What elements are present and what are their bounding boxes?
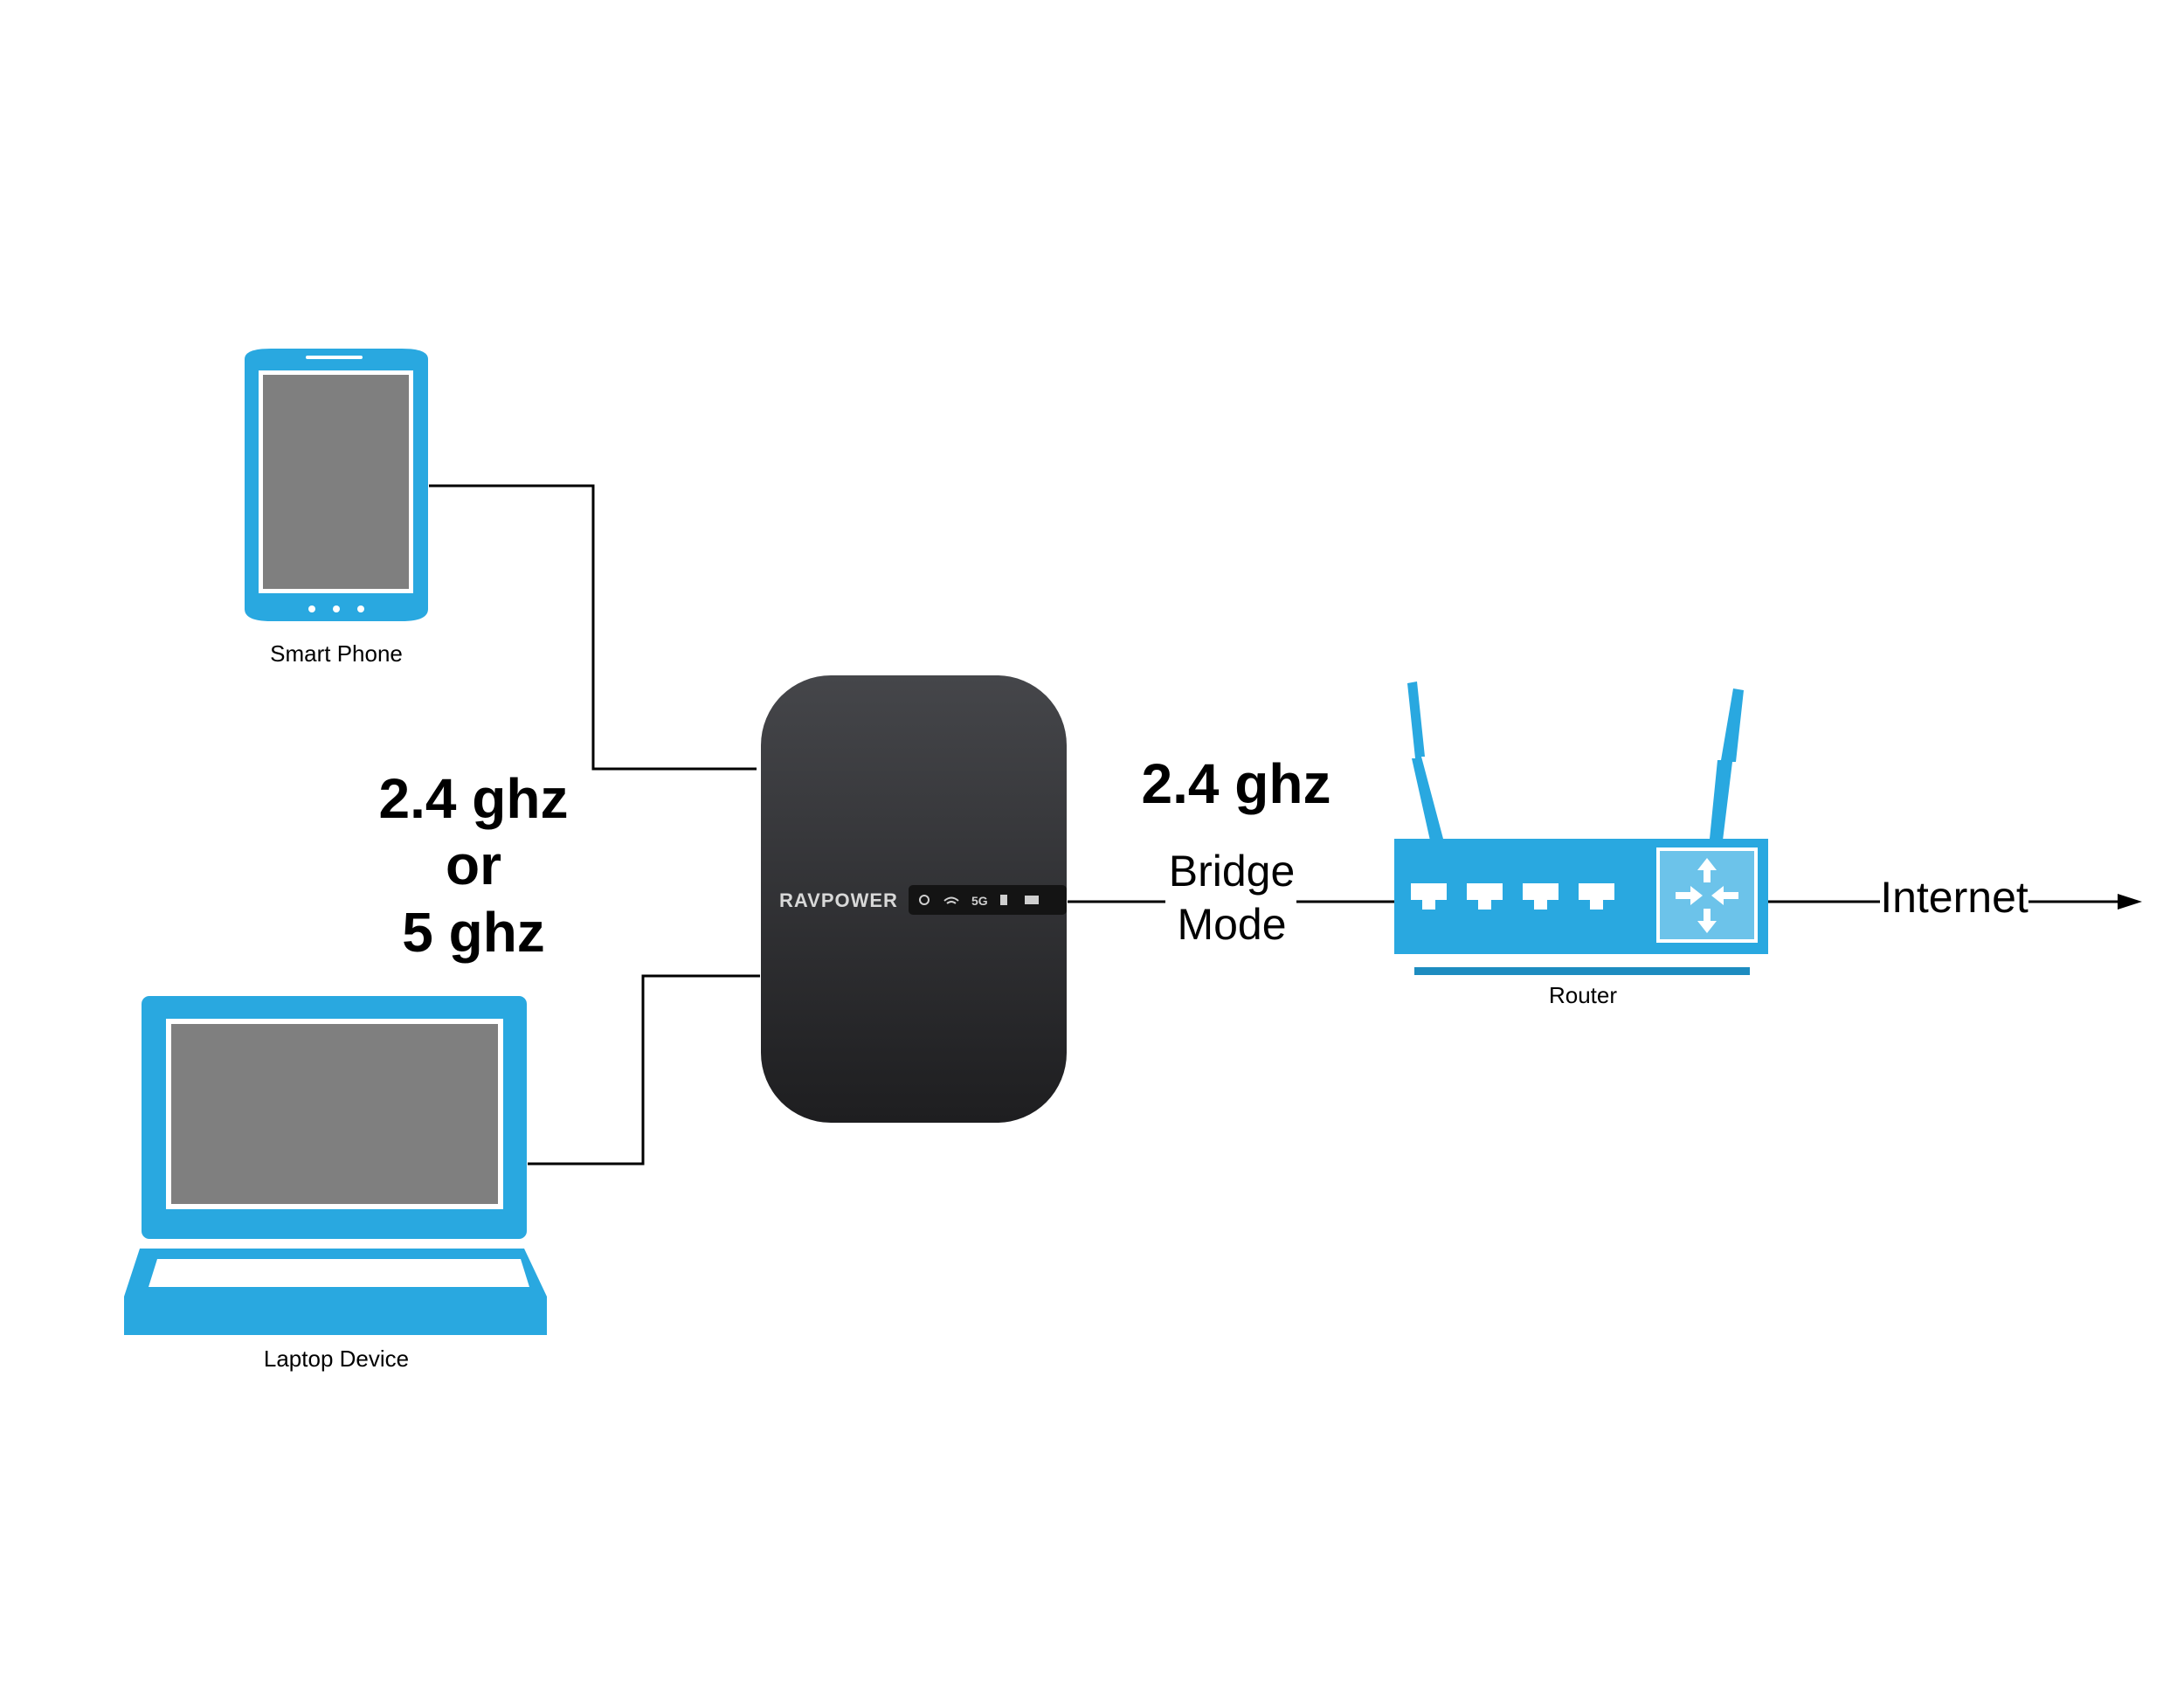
client-band-line2: or xyxy=(446,834,501,896)
router-antenna-right xyxy=(1710,688,1744,841)
phone-icon xyxy=(245,349,428,621)
switch-arrows-icon xyxy=(1676,858,1738,933)
sd-led-icon xyxy=(1000,895,1007,905)
laptop-label: Laptop Device xyxy=(263,1346,410,1372)
laptop-connector xyxy=(528,974,760,1166)
wifi-led-icon xyxy=(943,896,959,904)
phone-connector xyxy=(429,484,757,771)
hub-led-panel xyxy=(909,885,1067,915)
connector-lines xyxy=(429,484,2125,1166)
router-label: Router xyxy=(1548,982,1618,1008)
travel-router-icon: RAVPOWER 5G xyxy=(761,675,1067,1123)
client-band-line1: 2.4 ghz xyxy=(378,767,569,830)
internet-label: Internet xyxy=(1880,873,2028,922)
router-icon xyxy=(1394,681,1768,975)
power-led-icon xyxy=(919,895,930,905)
phone-label: Smart Phone xyxy=(270,640,403,667)
arrow-right-icon xyxy=(2118,894,2142,910)
uplink-band-label: 2.4 ghz xyxy=(1141,752,1331,815)
battery-led-icon xyxy=(1025,896,1039,904)
hub-led-5g-text: 5G xyxy=(971,894,988,908)
router-antenna-left xyxy=(1407,681,1443,841)
mode-label-line1: Bridge xyxy=(1168,847,1296,896)
laptop-icon xyxy=(124,996,547,1335)
mode-label-line2: Mode xyxy=(1177,900,1287,949)
client-band-line3: 5 ghz xyxy=(402,901,545,964)
hub-brand-text: RAVPOWER xyxy=(779,889,898,911)
router-ports xyxy=(1411,883,1614,910)
